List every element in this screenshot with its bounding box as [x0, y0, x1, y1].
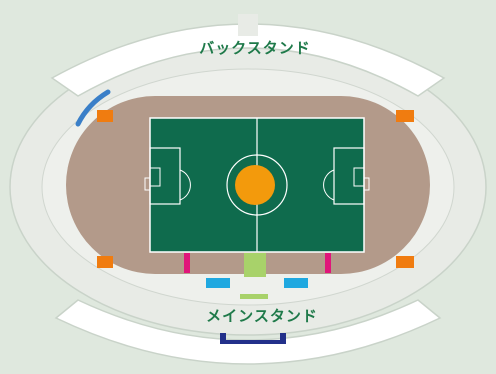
right-goal [363, 177, 370, 191]
main-stand-label: メインスタンド [206, 307, 318, 325]
blue-marker-right[interactable] [284, 278, 308, 288]
navy-marker[interactable] [220, 333, 286, 344]
corner-marker-top-left[interactable] [97, 110, 113, 122]
corner-marker-bottom-right[interactable] [396, 256, 414, 268]
main-stand[interactable] [54, 299, 442, 365]
right-penalty-arc [323, 169, 335, 201]
magenta-marker-right[interactable] [325, 253, 331, 273]
left-goal-area [149, 167, 161, 187]
left-goal [144, 177, 151, 191]
left-penalty-arc [179, 169, 191, 201]
back-stand[interactable] [50, 23, 446, 97]
center-circle [226, 154, 288, 216]
corner-marker-top-right[interactable] [396, 110, 414, 122]
arc-accent[interactable] [75, 89, 111, 127]
blue-marker-left[interactable] [206, 278, 230, 288]
magenta-marker-left[interactable] [184, 253, 190, 273]
center-marker[interactable] [235, 165, 275, 205]
corner-marker-bottom-left[interactable] [97, 256, 113, 268]
bench-area[interactable] [244, 253, 266, 277]
right-goal-area [353, 167, 365, 187]
lime-bar[interactable] [240, 294, 268, 299]
back-stand-label: バックスタンド [199, 39, 311, 57]
